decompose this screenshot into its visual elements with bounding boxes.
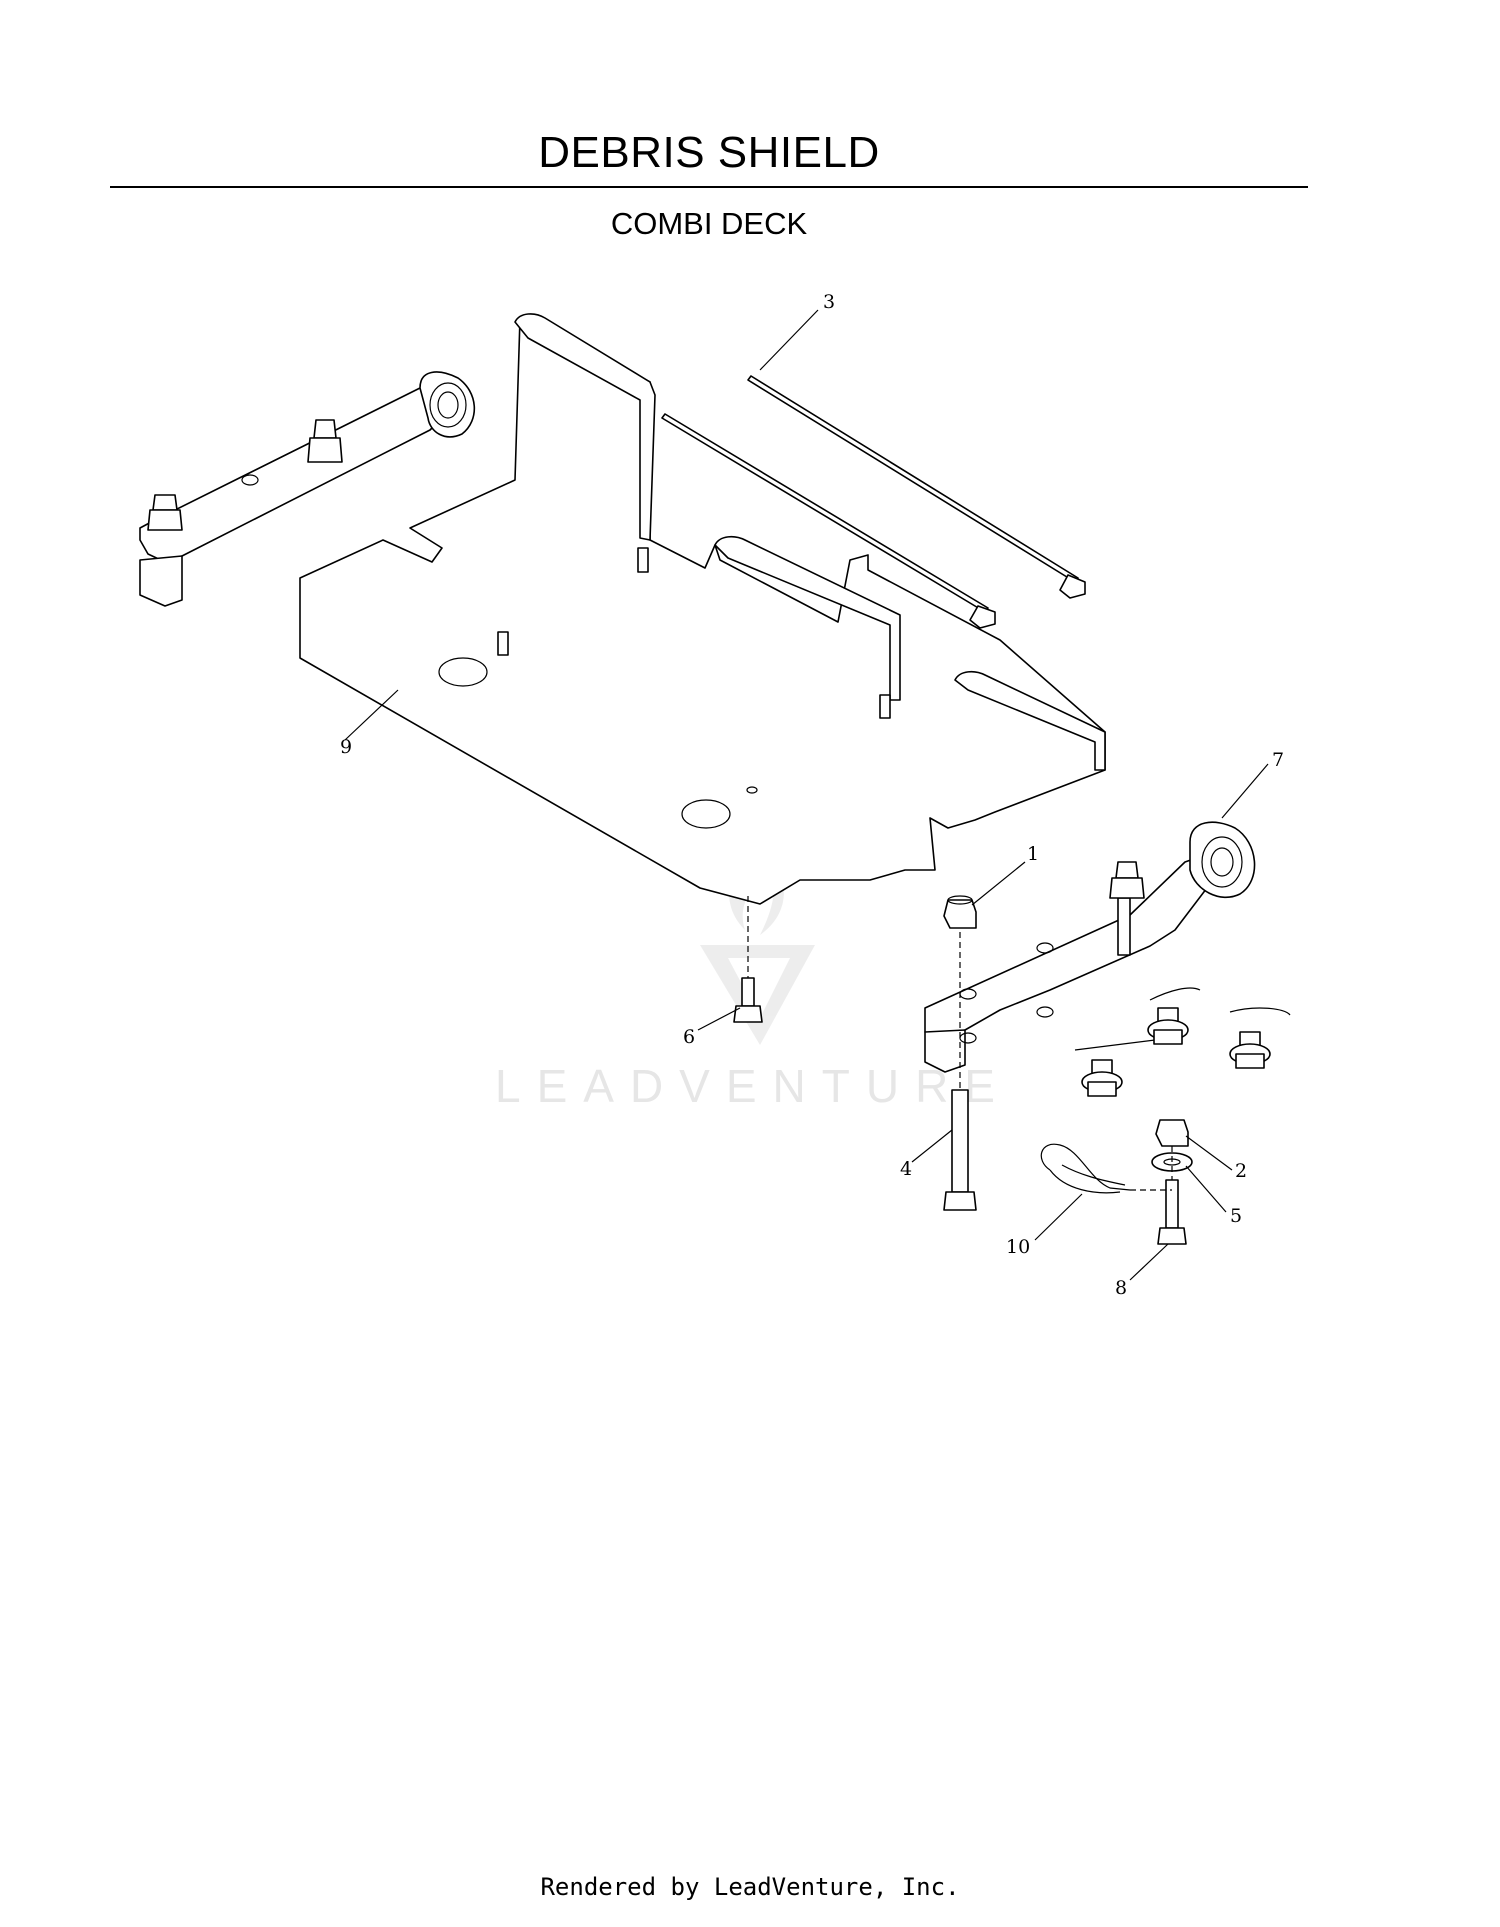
assembly-lines bbox=[747, 896, 1173, 1191]
leader-lines bbox=[344, 309, 1269, 1281]
page-title: DEBRIS SHIELD bbox=[538, 128, 880, 177]
callout-10: 10 bbox=[1006, 1236, 1030, 1258]
callout-1: 1 bbox=[1027, 843, 1039, 865]
bolt-part-8 bbox=[1157, 1179, 1187, 1245]
right-pivot-bracket bbox=[924, 821, 1256, 1073]
page-subtitle: COMBI DECK bbox=[610, 206, 808, 241]
callout-2: 2 bbox=[1235, 1160, 1247, 1182]
callout-4: 4 bbox=[900, 1158, 912, 1180]
callout-8: 8 bbox=[1115, 1277, 1127, 1299]
cable-ties bbox=[661, 375, 1086, 629]
bolt-part-4 bbox=[943, 1089, 977, 1211]
footer-credit: Rendered by LeadVenture, Inc. bbox=[540, 1873, 960, 1901]
debris-shield-plate bbox=[299, 313, 1106, 905]
bolt-part-6 bbox=[733, 977, 763, 1023]
hairpin-clip-part-10 bbox=[1040, 1143, 1131, 1194]
left-pivot-bracket bbox=[139, 371, 476, 607]
callout-labels: 1 2 3 4 5 6 7 8 9 10 bbox=[340, 291, 1284, 1299]
callout-9: 9 bbox=[340, 736, 352, 758]
callout-6: 6 bbox=[683, 1026, 695, 1048]
callout-5: 5 bbox=[1230, 1205, 1242, 1227]
callout-7: 7 bbox=[1272, 749, 1284, 771]
title-divider bbox=[110, 186, 1308, 188]
nut-part-2 bbox=[1155, 1119, 1189, 1147]
callout-3: 3 bbox=[823, 291, 835, 313]
watermark-text: LEADVENTURE bbox=[495, 1060, 1011, 1112]
fastener-knobs bbox=[1074, 987, 1291, 1097]
nut-part-1 bbox=[943, 895, 977, 929]
